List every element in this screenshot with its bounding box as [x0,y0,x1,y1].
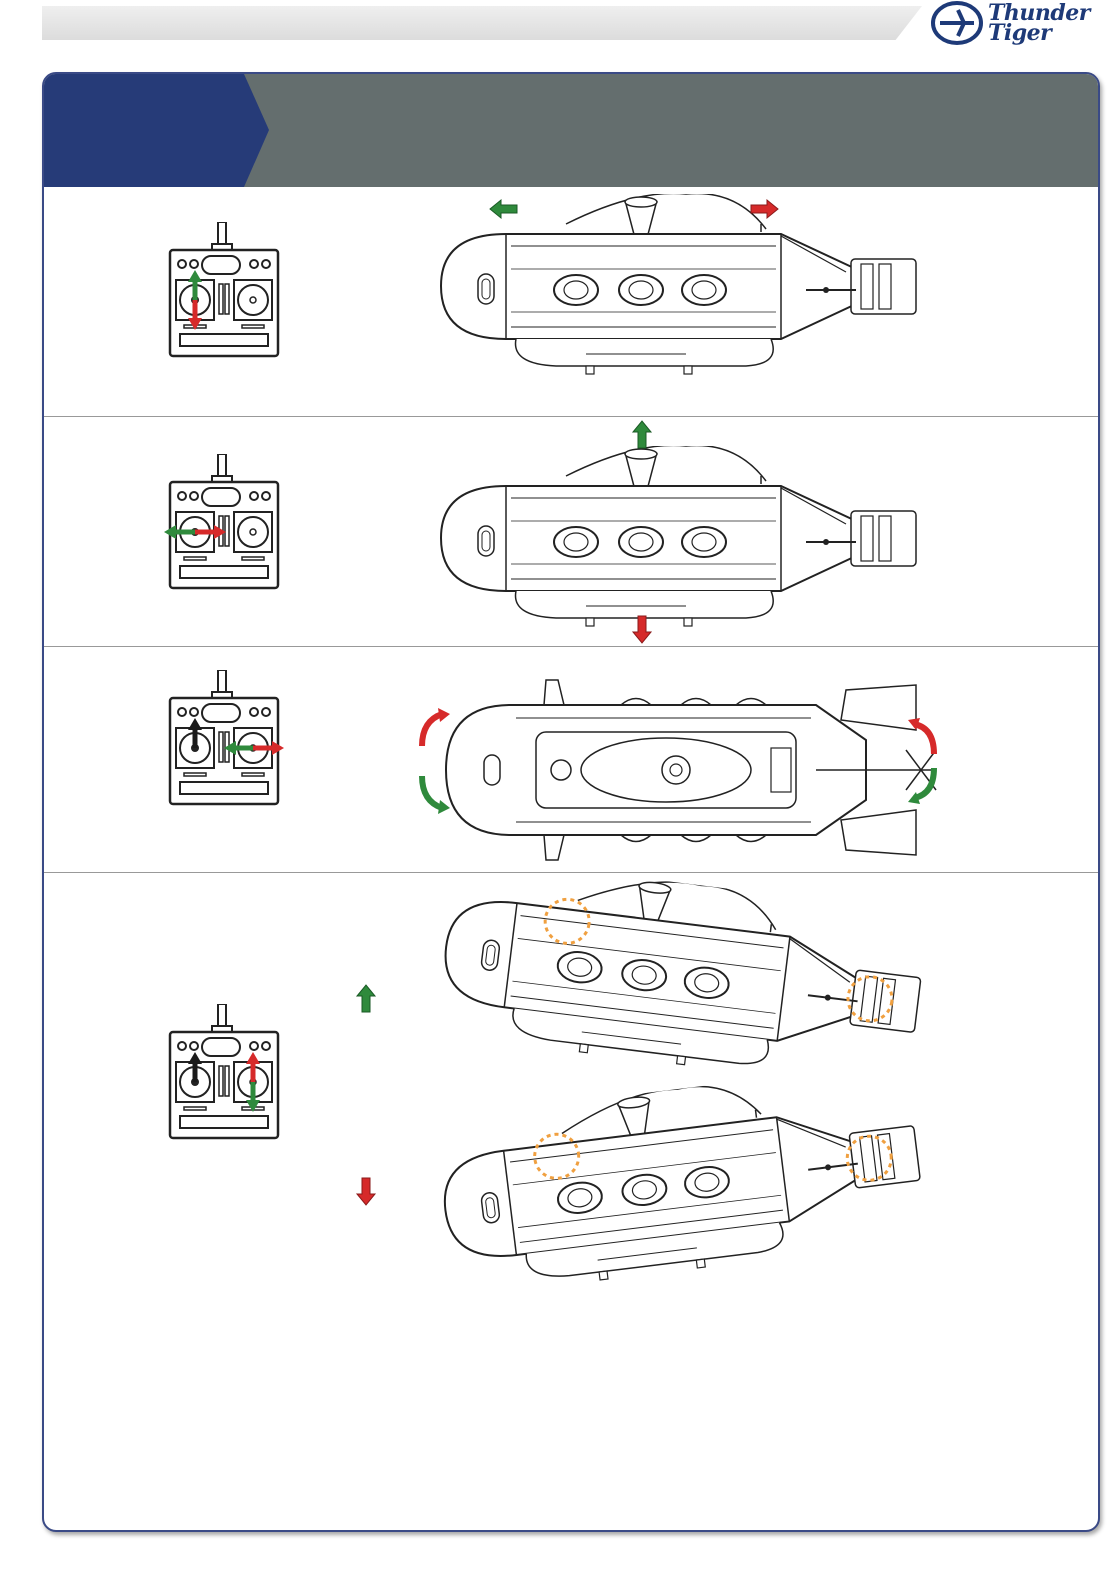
top-header-bar [42,6,922,40]
bow-turn-arrows-icon [414,706,454,816]
surface-arrow-icon [632,420,652,450]
pitch-down-arrow-icon [356,1176,376,1206]
logo-text-tiger: Tiger [988,22,1051,44]
panel-header-tab [44,74,269,187]
reverse-arrow-icon [749,199,779,219]
forward-arrow-icon [489,199,519,219]
pitch-up-arrow-icon [356,984,376,1014]
thunder-tiger-logo: Thunder Tiger [930,0,1100,48]
transmitter-row-4 [164,1004,284,1144]
dive-arrow-icon [632,614,652,644]
row-divider-2 [44,646,1098,647]
transmitter-row-3 [164,670,294,810]
submarine-top-view-row-3 [436,670,956,870]
transmitter-row-1 [164,222,284,362]
logo-emblem-icon [930,0,986,46]
submarine-nose-down-view [439,1089,929,1279]
panel-header [44,74,1098,187]
submarine-side-view-row-1 [436,194,926,384]
submarine-nose-up-view [439,884,929,1074]
transmitter-row-2 [164,454,284,594]
submarine-side-view-row-2 [436,446,926,636]
row-divider-1 [44,416,1098,417]
stern-turn-arrows-icon [906,716,946,806]
control-instructions-panel [42,72,1100,1532]
row-divider-3 [44,872,1098,873]
